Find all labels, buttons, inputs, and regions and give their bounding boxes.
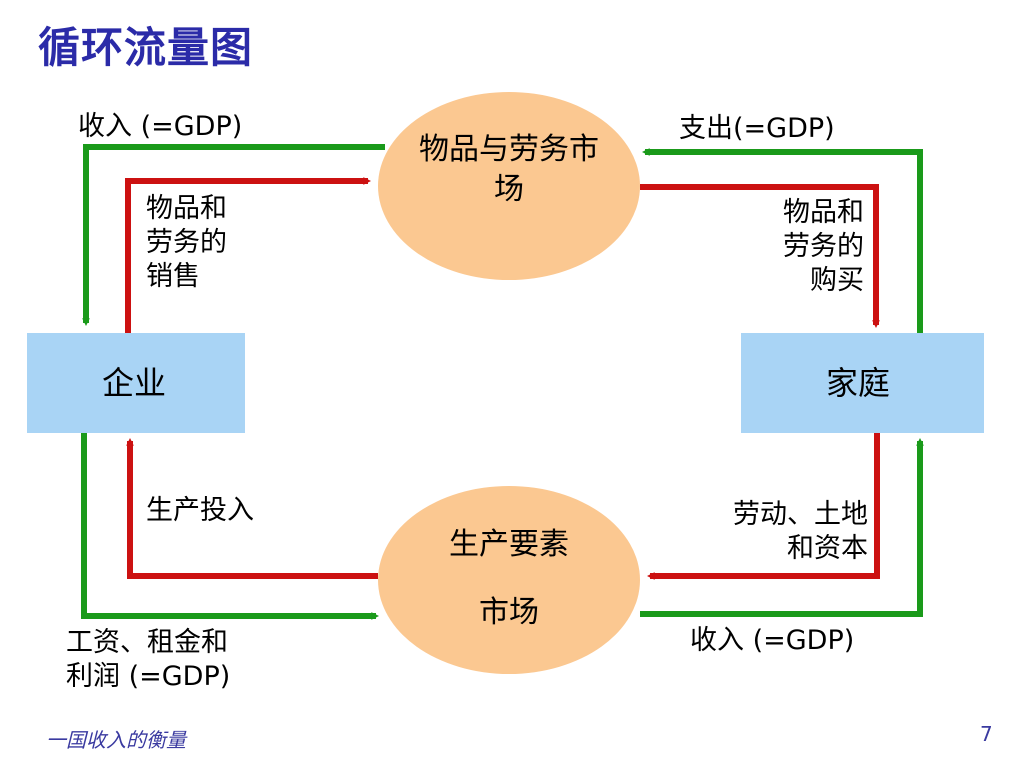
goods-sold-label: 物品和 劳务的 销售 bbox=[146, 193, 227, 292]
spending-flow-arrow bbox=[642, 148, 923, 333]
labor-flow-arrow bbox=[647, 433, 880, 580]
inputs-flow-arrow bbox=[126, 438, 378, 579]
goods-sold-flow-arrow bbox=[125, 177, 371, 333]
factor-market-ellipse bbox=[378, 486, 640, 674]
factor-market-label: 生产要素 市场 bbox=[449, 527, 569, 630]
revenue-flow-arrow bbox=[82, 144, 385, 326]
footer-subtitle: 一国收入的衡量 bbox=[46, 728, 186, 752]
page-title: 循环流量图 bbox=[38, 23, 254, 72]
page-number: 7 bbox=[980, 722, 993, 746]
spending-label: 支出(=GDP) bbox=[679, 113, 835, 144]
wages-flow-arrow bbox=[81, 433, 379, 620]
goods-bought-label: 物品和 劳务的 购买 bbox=[783, 197, 864, 296]
households-box bbox=[741, 333, 984, 433]
goods-bought-flow-arrow bbox=[640, 184, 880, 328]
labor-land-capital-label: 劳动、土地 和资本 bbox=[733, 499, 868, 564]
goods-market-ellipse bbox=[378, 92, 640, 280]
households-label: 家庭 bbox=[826, 364, 891, 402]
wages-rent-profit-label: 工资、租金和 利润 (=GDP) bbox=[66, 627, 231, 692]
factors-of-production-label: 生产投入 bbox=[146, 495, 254, 526]
income-bottom-label: 收入 (=GDP) bbox=[690, 625, 855, 656]
revenue-top-label: 收入 (=GDP) bbox=[78, 111, 243, 142]
firms-box bbox=[27, 333, 245, 433]
income-flow-arrow bbox=[640, 438, 924, 617]
firms-label: 企业 bbox=[102, 364, 167, 402]
goods-market-label: 物品与劳务市 场 bbox=[419, 132, 599, 207]
